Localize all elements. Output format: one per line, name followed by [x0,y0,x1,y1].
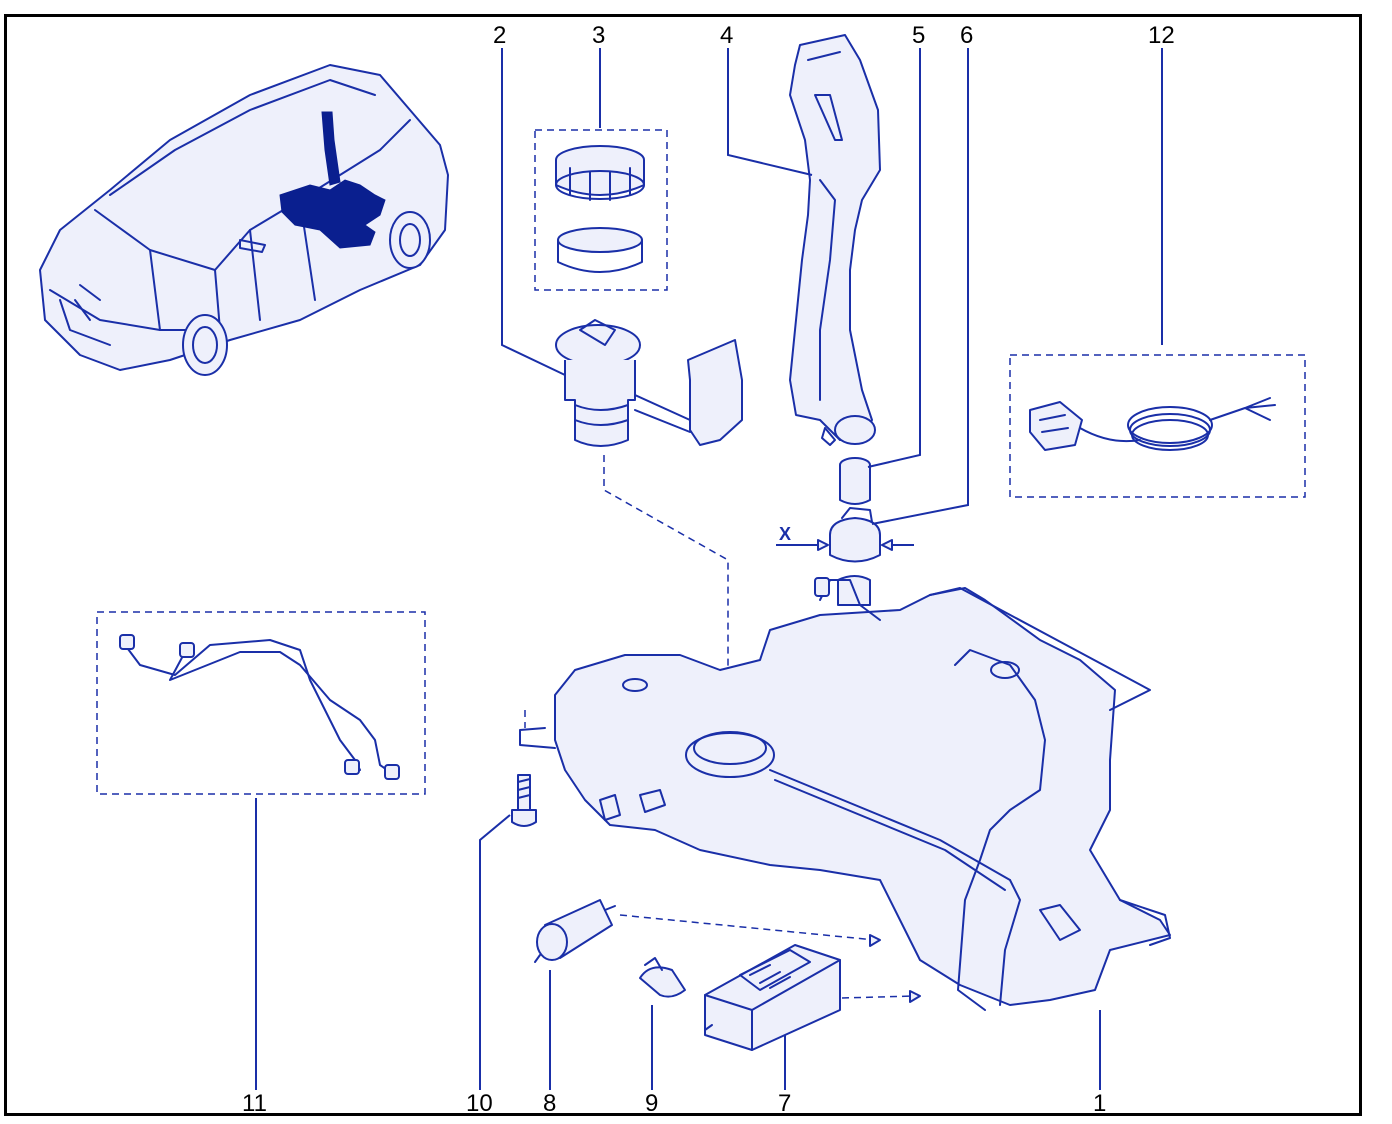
callout-3: 3 [592,22,606,49]
part-3-pump-ring-and-seal [534,129,668,291]
callout-2: 2 [493,22,507,49]
highlighted-filler-neck [321,111,341,186]
callout-11: 11 [242,1090,267,1117]
callout-1: 1 [1093,1090,1107,1117]
part-7-canister [704,944,921,1051]
callout-5: 5 [912,22,926,49]
highlighted-fuel-tank [279,179,386,249]
callout-12: 12 [1148,22,1175,49]
callout-6: 6 [960,22,974,49]
callout-4: 4 [720,22,734,49]
part-10-bolt [511,774,537,827]
car-illustration [39,64,449,376]
callout-7: 7 [778,1090,792,1117]
part-4-filler-neck [789,34,881,446]
part-5-filler-hose [839,457,871,505]
part-6-hose-clamp [776,507,914,606]
part-11-fuel-pipes [96,611,426,795]
part-2-fuel-pump-module [555,319,743,720]
part-9-clip [639,957,686,998]
leader-lines [255,48,1163,1090]
callout-8: 8 [543,1090,557,1117]
callout-9: 9 [645,1090,659,1117]
part-8-fuel-filter [534,899,881,963]
part-12-wiring-harness [1009,354,1306,498]
part-1-fuel-tank [519,577,1171,1011]
dimension-x-label: X [779,524,792,544]
callout-10: 10 [466,1090,493,1117]
